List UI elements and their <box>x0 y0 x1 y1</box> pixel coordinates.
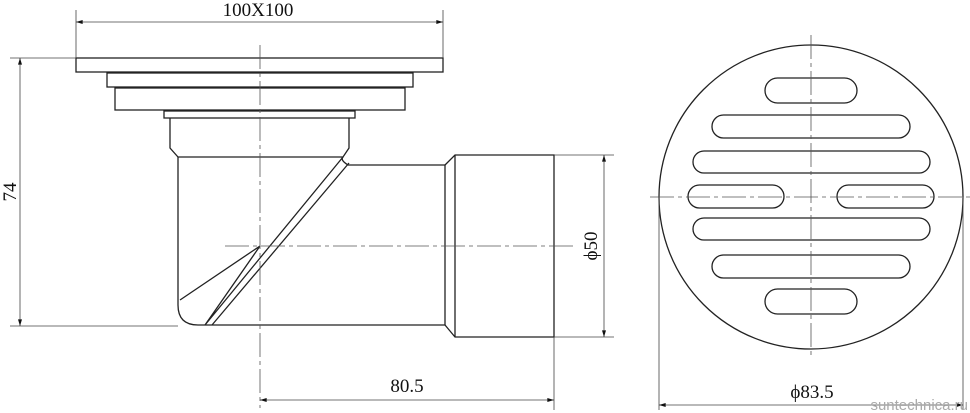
dimension-grate-size: 100X100 <box>223 0 294 21</box>
grate-plate <box>75 57 444 73</box>
watermark: suntechnica.ru <box>870 397 968 413</box>
top-view: ϕ83.5 suntechnica.ru <box>650 35 970 413</box>
elbow-body <box>177 156 446 326</box>
neck <box>169 118 350 158</box>
dimension-outlet-length: 80.5 <box>390 376 423 397</box>
internal-bend-lines <box>179 156 350 326</box>
dimension-height: 74 <box>0 182 21 202</box>
flange-3 <box>163 110 356 119</box>
dimension-outlet-diameter: ϕ50 <box>581 231 602 260</box>
dimension-grate-diameter: ϕ83.5 <box>790 382 833 403</box>
side-view: 100X100 74 ϕ50 80.5 <box>0 0 614 410</box>
